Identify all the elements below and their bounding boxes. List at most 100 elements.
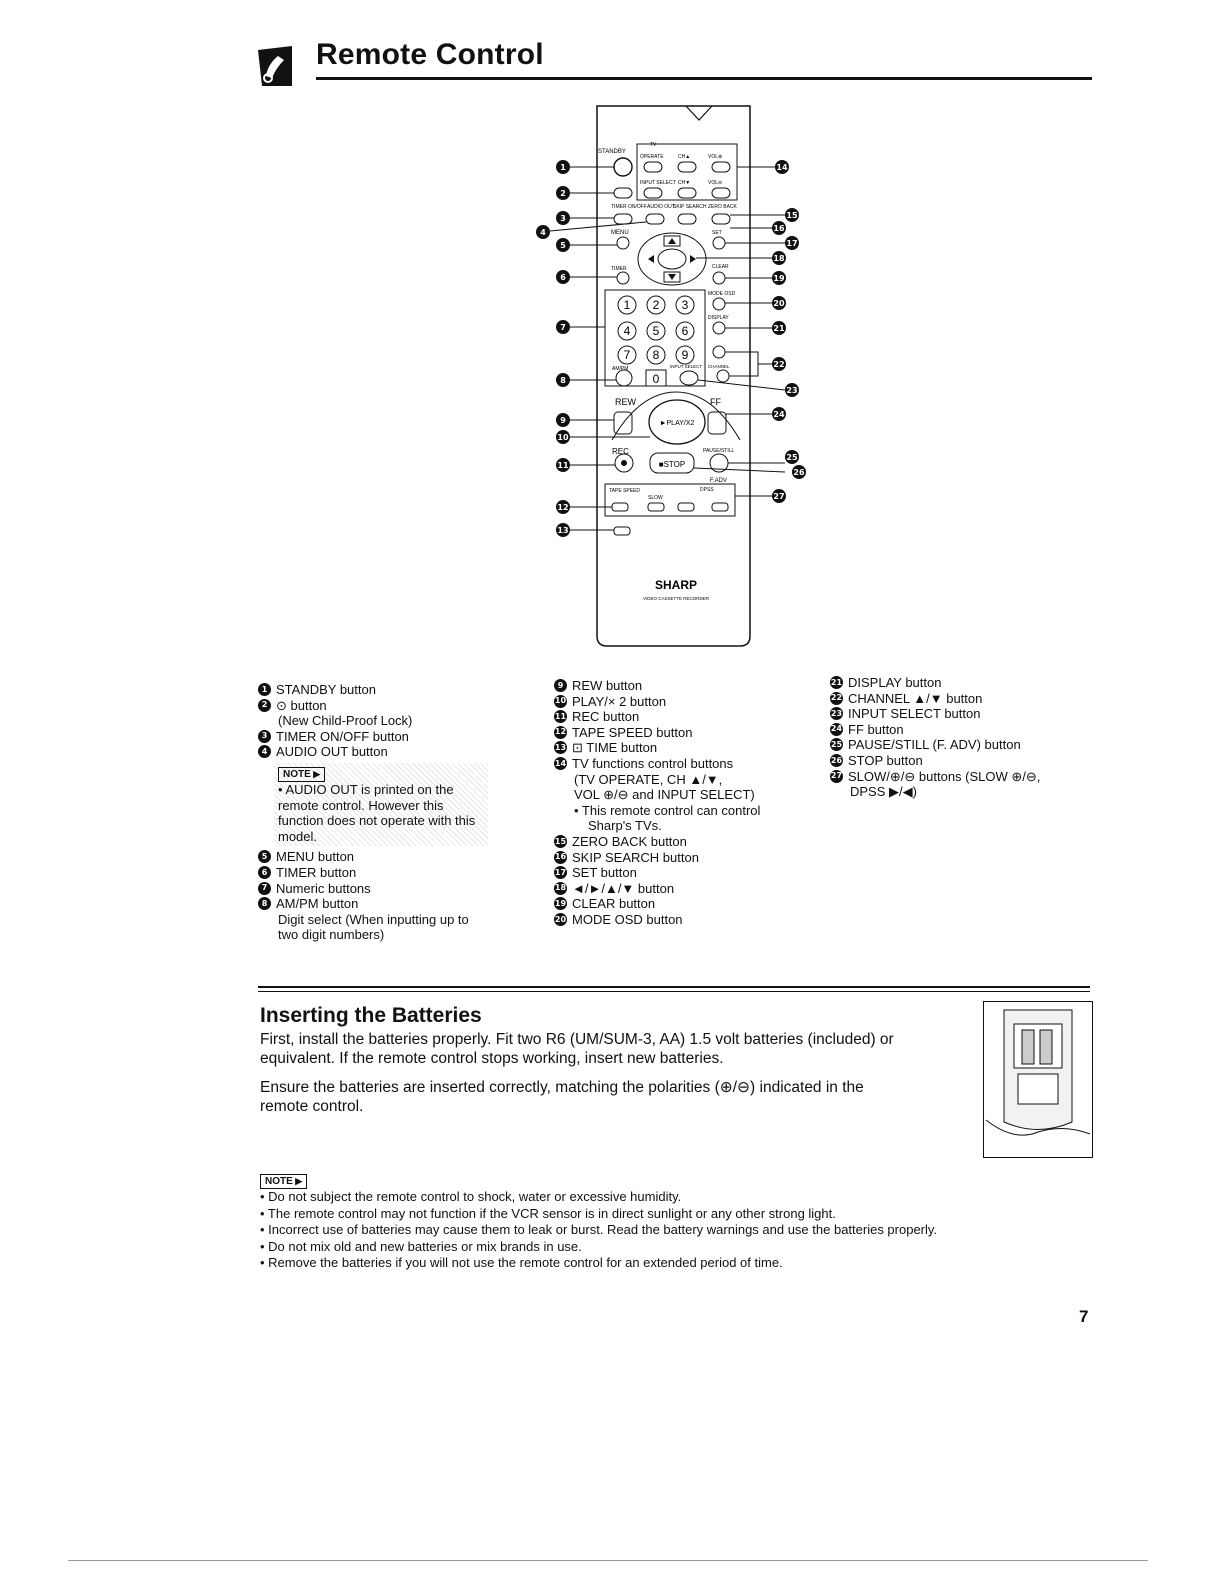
section-title: Inserting the Batteries — [260, 1004, 482, 1027]
callout-18: 18 — [773, 254, 785, 263]
key-3[interactable]: 3 — [682, 298, 689, 312]
time-button[interactable] — [613, 526, 631, 536]
label-mode-osd: MODE OSD — [708, 291, 736, 297]
callout-11: 11 — [557, 461, 569, 470]
callout-1: 1 — [560, 163, 566, 172]
batteries-paragraph-2: Ensure the batteries are inserted correc… — [260, 1079, 864, 1115]
input-select-tv-button[interactable] — [643, 187, 663, 199]
label-set: SET — [712, 230, 722, 236]
legend-subtext: DPSS ▶/◀) — [850, 784, 917, 800]
label-pause-still: PAUSE/STILL — [703, 448, 735, 454]
callout-12: 12 — [557, 503, 568, 512]
callout-19: 19 — [773, 274, 785, 283]
label-play: ►PLAY/X2 — [660, 420, 695, 427]
ff-button[interactable] — [707, 411, 727, 435]
play-button[interactable] — [648, 399, 706, 445]
key-7[interactable]: 7 — [624, 348, 631, 362]
vol-up-button[interactable] — [711, 161, 731, 173]
input-select-button[interactable] — [679, 370, 699, 386]
callout-20: 20 — [773, 299, 785, 308]
key-8[interactable]: 8 — [653, 348, 660, 362]
slow-plus-button[interactable] — [677, 502, 695, 512]
label-channel: CHANNEL — [708, 364, 730, 369]
legend-subtext: • This remote control can control — [574, 802, 761, 818]
key-1[interactable]: 1 — [624, 298, 631, 312]
callout-25: 25 — [786, 453, 798, 462]
legend-subtext: Digit select (When inputting up to — [278, 911, 469, 927]
dpss-button[interactable] — [711, 502, 729, 512]
page-number: 7 — [1079, 1307, 1089, 1326]
label-timer: TIMER — [611, 266, 627, 272]
label-zero-back: ZERO BACK — [708, 204, 738, 210]
rec-button[interactable] — [614, 453, 634, 473]
rew-button[interactable] — [613, 411, 633, 435]
header-rule — [316, 77, 1092, 80]
brand-logo: SHARP — [655, 578, 697, 592]
legend-subtext: two digit numbers) — [278, 927, 385, 943]
label-dpss: DPSS — [700, 487, 714, 493]
vol-down-button[interactable] — [711, 187, 731, 199]
label-operate: OPERATE — [640, 154, 664, 160]
key-0[interactable]: 0 — [653, 372, 660, 386]
slow-minus-button[interactable] — [647, 502, 665, 512]
callout-21: 21 — [773, 324, 785, 333]
legend-item: 2⊙ button — [258, 698, 488, 714]
nav-ring — [637, 232, 707, 286]
note-item: • Do not mix old and new batteries or mi… — [260, 1238, 582, 1254]
ch-down-button[interactable] — [677, 187, 697, 199]
label-menu: MENU — [611, 230, 629, 236]
nav-down-button[interactable] — [663, 271, 681, 283]
nav-center-button[interactable] — [657, 248, 687, 270]
audio-out-button[interactable] — [645, 213, 665, 225]
label-rew: REW — [615, 397, 637, 407]
note-item: • The remote control may not function if… — [260, 1205, 836, 1221]
timer-button[interactable] — [616, 271, 630, 285]
callout-10: 10 — [557, 433, 569, 442]
key-4[interactable]: 4 — [624, 324, 631, 338]
label-slow: SLOW — [648, 495, 663, 501]
skip-search-button[interactable] — [677, 213, 697, 225]
label-rec: REC — [612, 447, 629, 456]
tv-operate-button[interactable] — [643, 161, 663, 173]
product-label: VIDEO CASSETTE RECORDER — [643, 596, 710, 601]
label-standby: STANDBY — [598, 149, 626, 155]
note-item: • Remove the batteries if you will not u… — [260, 1255, 783, 1270]
label-vol-up: VOL⊕ — [708, 154, 722, 160]
notes-list: NOTE • Do not subject the remote control… — [260, 1172, 937, 1272]
ch-up-button[interactable] — [677, 161, 697, 173]
callout-3: 3 — [560, 214, 566, 223]
key-2[interactable]: 2 — [653, 298, 660, 312]
key-5[interactable]: 5 — [653, 324, 660, 338]
nav-up-button[interactable] — [663, 235, 681, 247]
label-ch-up: CH▲ — [678, 154, 690, 160]
batteries-paragraph-1: First, install the batteries properly. F… — [260, 1031, 894, 1067]
key-6[interactable]: 6 — [682, 324, 689, 338]
key-9[interactable]: 9 — [682, 348, 689, 362]
menu-button[interactable] — [616, 236, 630, 250]
label-vol-down: VOL⊖ — [708, 180, 722, 186]
label-display: DISPLAY — [708, 315, 729, 321]
mode-osd-button[interactable] — [712, 297, 726, 311]
zero-back-button[interactable] — [711, 213, 731, 225]
label-tv: TV — [650, 142, 657, 148]
footer-rule — [68, 1560, 1148, 1561]
callout-9: 9 — [560, 416, 566, 425]
ampm-button[interactable] — [615, 369, 633, 387]
note-tag: NOTE — [278, 766, 326, 782]
stop-button[interactable] — [649, 452, 695, 474]
